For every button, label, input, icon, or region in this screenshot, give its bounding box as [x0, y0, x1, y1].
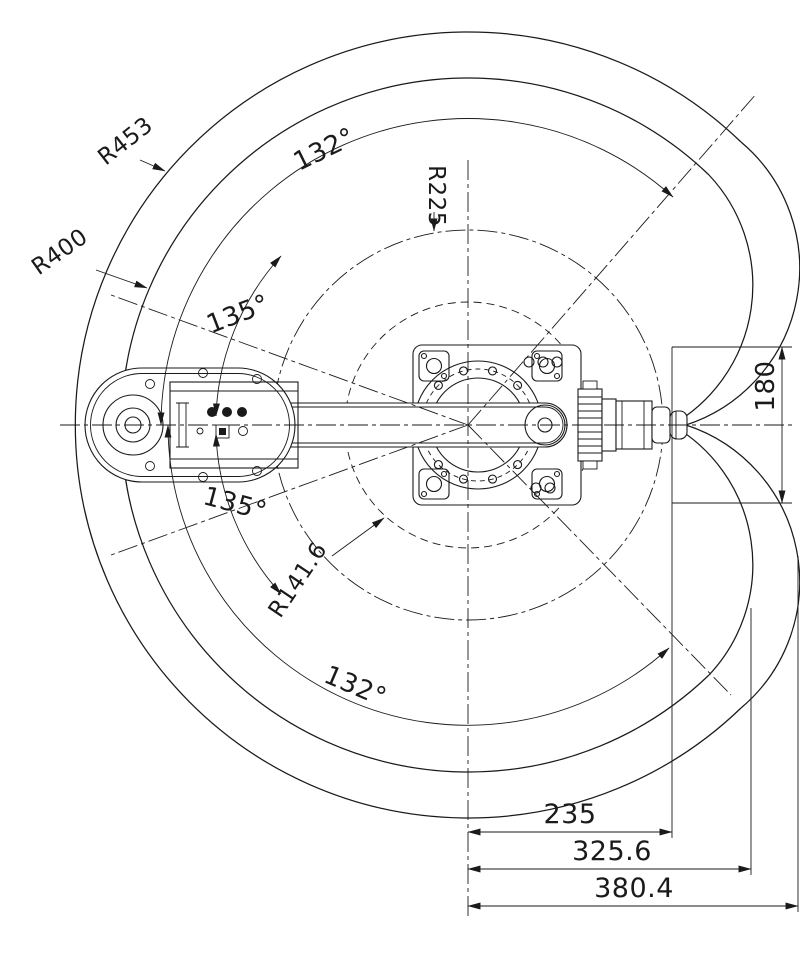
dim-label-325-6: 325.6: [572, 836, 652, 867]
angle-arc-upper-135: [212, 255, 282, 417]
angle-label-bottom-132: 132°: [320, 660, 391, 713]
leader-r400: [95, 269, 148, 289]
angle-label-upper-135: 135°: [203, 289, 274, 340]
radius-label-r225: R225: [423, 165, 449, 227]
labels: R453 R400 R225 R141.6 132° 135° 135° 132…: [27, 112, 781, 904]
radius-label-r400: R400: [27, 224, 93, 281]
angle-arc-lower-135: [212, 433, 282, 595]
dim-label-380-4: 380.4: [594, 873, 674, 904]
angle-label-lower-135: 135°: [200, 481, 270, 527]
dimensions: [95, 118, 799, 912]
radius-label-r453: R453: [93, 112, 158, 171]
angle-arc-top-132: [157, 118, 674, 426]
angle-arc-bottom-132: [164, 424, 670, 726]
limit-line-upper-right: [467, 92, 758, 426]
extension-lines: [671, 346, 799, 912]
leader-r453: [139, 159, 166, 172]
dim-label-180: 180: [751, 360, 781, 411]
dim-label-235: 235: [543, 799, 596, 830]
radius-label-r141-6: R141.6: [264, 538, 333, 623]
angle-label-top-132: 132°: [289, 122, 360, 177]
limit-line-lower-right: [467, 424, 732, 696]
leader-r141-6: [331, 517, 385, 557]
